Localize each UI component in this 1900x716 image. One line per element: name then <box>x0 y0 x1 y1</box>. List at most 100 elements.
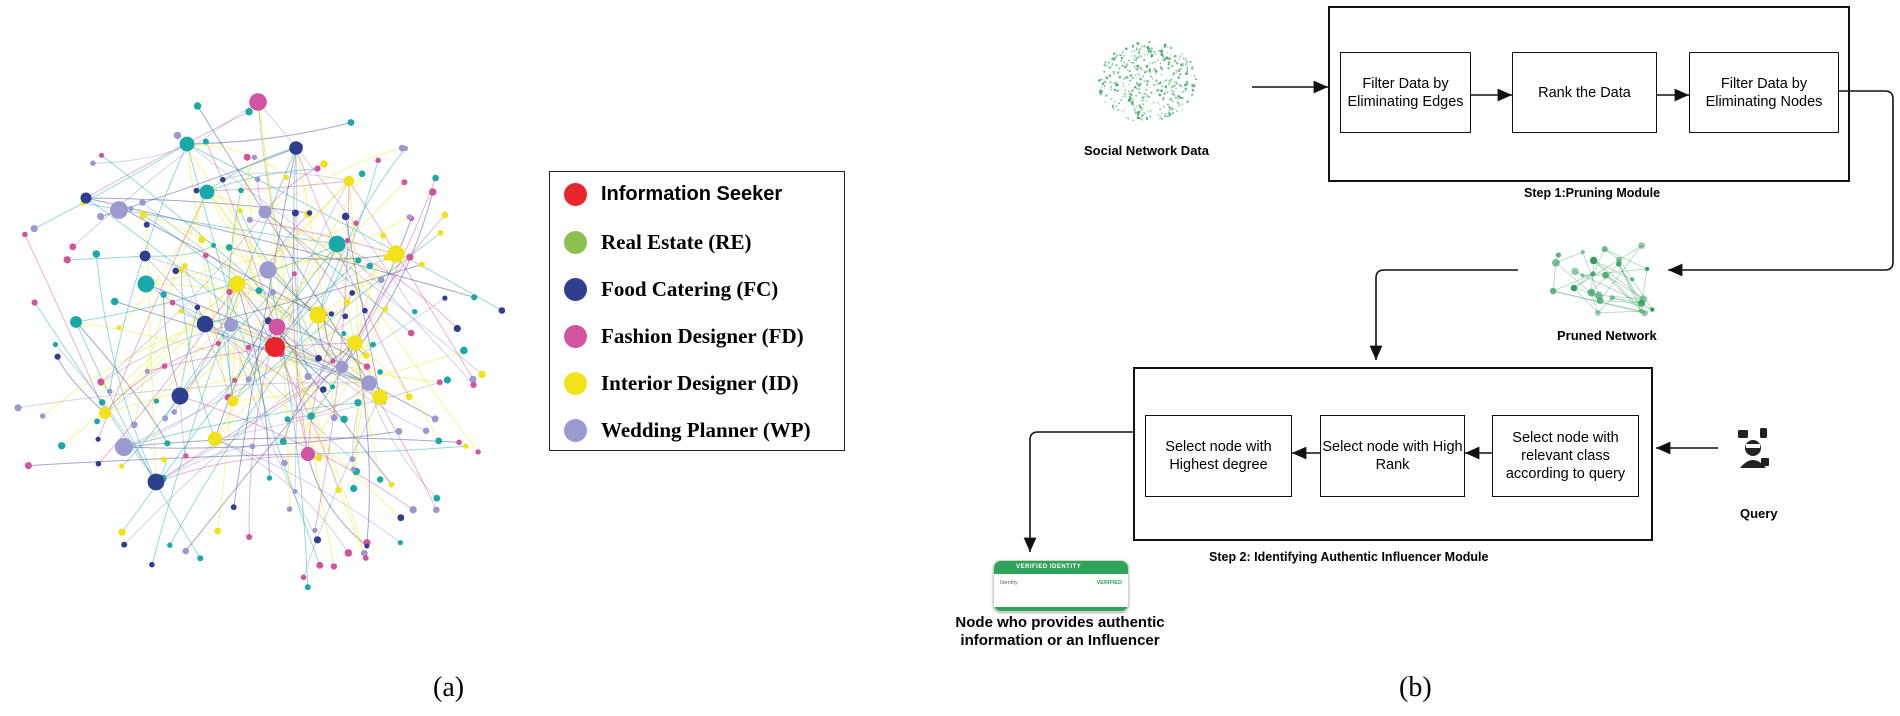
network-edge <box>34 302 157 483</box>
cloud-dot <box>1177 101 1180 105</box>
pruned-edge <box>1598 294 1644 300</box>
network-edge <box>257 101 290 510</box>
caption-a: (a) <box>433 672 465 703</box>
cloud-dot <box>1123 93 1126 95</box>
network-node <box>94 418 100 425</box>
cloud-dot <box>1166 115 1168 118</box>
cloud-dot <box>1123 54 1126 57</box>
network-node <box>266 475 273 481</box>
network-edge <box>109 143 188 392</box>
network-node <box>215 340 222 347</box>
cloud-dot <box>1148 41 1151 43</box>
cloud-dot <box>1133 54 1136 57</box>
pruned-edge <box>1612 297 1642 304</box>
cloud-dot <box>1137 76 1139 79</box>
cloud-dot <box>1135 106 1137 108</box>
network-node <box>116 325 122 331</box>
cloud-dot <box>1133 88 1135 90</box>
network-edge <box>317 256 411 316</box>
caption-b: (b) <box>1399 672 1432 703</box>
network-edge <box>155 297 446 483</box>
network-edge <box>133 191 208 425</box>
pruned-edge <box>1618 263 1642 312</box>
cloud-dot <box>1143 92 1146 96</box>
network-node <box>164 440 171 447</box>
network-node <box>92 250 101 258</box>
cloud-dot <box>1190 93 1194 96</box>
network-edge <box>294 147 298 492</box>
red-dot-icon <box>564 183 587 206</box>
cloud-dot <box>1130 61 1132 64</box>
cloud-dot <box>1106 64 1108 67</box>
network-hub-node <box>228 275 246 293</box>
network-node <box>382 306 388 312</box>
cloud-dot <box>1137 114 1139 117</box>
network-edge <box>204 263 423 325</box>
arrow-step1-to-pruned <box>1668 90 1894 277</box>
network-edge <box>228 157 255 326</box>
cloud-dot <box>1142 103 1145 106</box>
network-node <box>470 381 477 388</box>
cloud-dot <box>1171 92 1174 95</box>
network-node <box>291 209 299 217</box>
lavender-dot-icon <box>564 419 587 442</box>
network-node <box>456 439 462 446</box>
network-node <box>181 263 188 269</box>
cloud-dot <box>1150 47 1152 50</box>
cloud-dot <box>1168 107 1172 110</box>
network-node <box>243 153 251 161</box>
cloud-dot <box>1180 103 1184 106</box>
cloud-dot <box>1139 106 1142 109</box>
pruned-node <box>1601 246 1608 253</box>
network-node <box>475 449 481 455</box>
social-network-graph <box>14 93 506 591</box>
cloud-dot <box>1123 61 1125 64</box>
network-edge <box>95 253 157 483</box>
cloud-dot <box>1138 51 1141 54</box>
network-node <box>316 561 324 569</box>
cloud-dot <box>1104 61 1107 63</box>
filter-nodes-box: Filter Data by Eliminating Nodes <box>1689 52 1839 133</box>
cloud-dot <box>1173 84 1176 87</box>
cloud-dot <box>1127 76 1129 79</box>
network-edge <box>295 147 410 397</box>
network-node <box>349 456 356 463</box>
card-row-value: VERIFIED <box>1096 580 1122 586</box>
cloud-dot <box>1161 85 1164 88</box>
cloud-dot <box>1148 49 1151 53</box>
network-node <box>106 388 113 395</box>
cloud-dot <box>1118 67 1121 70</box>
cloud-dot <box>1138 54 1141 56</box>
legend-label: Interior Designer (ID) <box>601 371 799 395</box>
network-node <box>432 174 439 182</box>
cloud-dot <box>1128 83 1130 85</box>
cloud-dot <box>1103 85 1106 88</box>
legend-item-real-estate: Real Estate (RE) <box>564 230 751 255</box>
cloud-dot <box>1181 97 1184 100</box>
cloud-dot <box>1109 66 1112 69</box>
cloud-dot <box>1162 99 1164 101</box>
network-node <box>220 176 226 183</box>
network-edge <box>121 395 181 467</box>
network-node <box>232 377 238 383</box>
cloud-dot <box>1135 68 1137 70</box>
cloud-dot <box>1157 89 1160 92</box>
cloud-dot <box>1181 109 1183 111</box>
network-node <box>203 252 209 259</box>
cloud-dot <box>1169 98 1172 101</box>
network-edge <box>104 342 219 414</box>
cloud-dot <box>1139 66 1142 69</box>
cloud-dot <box>1139 77 1142 81</box>
cloud-dot <box>1168 109 1171 112</box>
network-edge <box>163 294 181 397</box>
cloud-dot <box>1141 93 1143 96</box>
pruned-node <box>1650 307 1655 312</box>
network-node <box>344 237 351 244</box>
network-node <box>364 543 370 549</box>
cloud-dot <box>1175 88 1177 90</box>
cloud-dot <box>1132 119 1135 121</box>
network-edge <box>232 232 441 402</box>
cloud-dot <box>1190 75 1192 77</box>
network-node <box>69 243 77 251</box>
cloud-dot <box>1168 82 1171 84</box>
